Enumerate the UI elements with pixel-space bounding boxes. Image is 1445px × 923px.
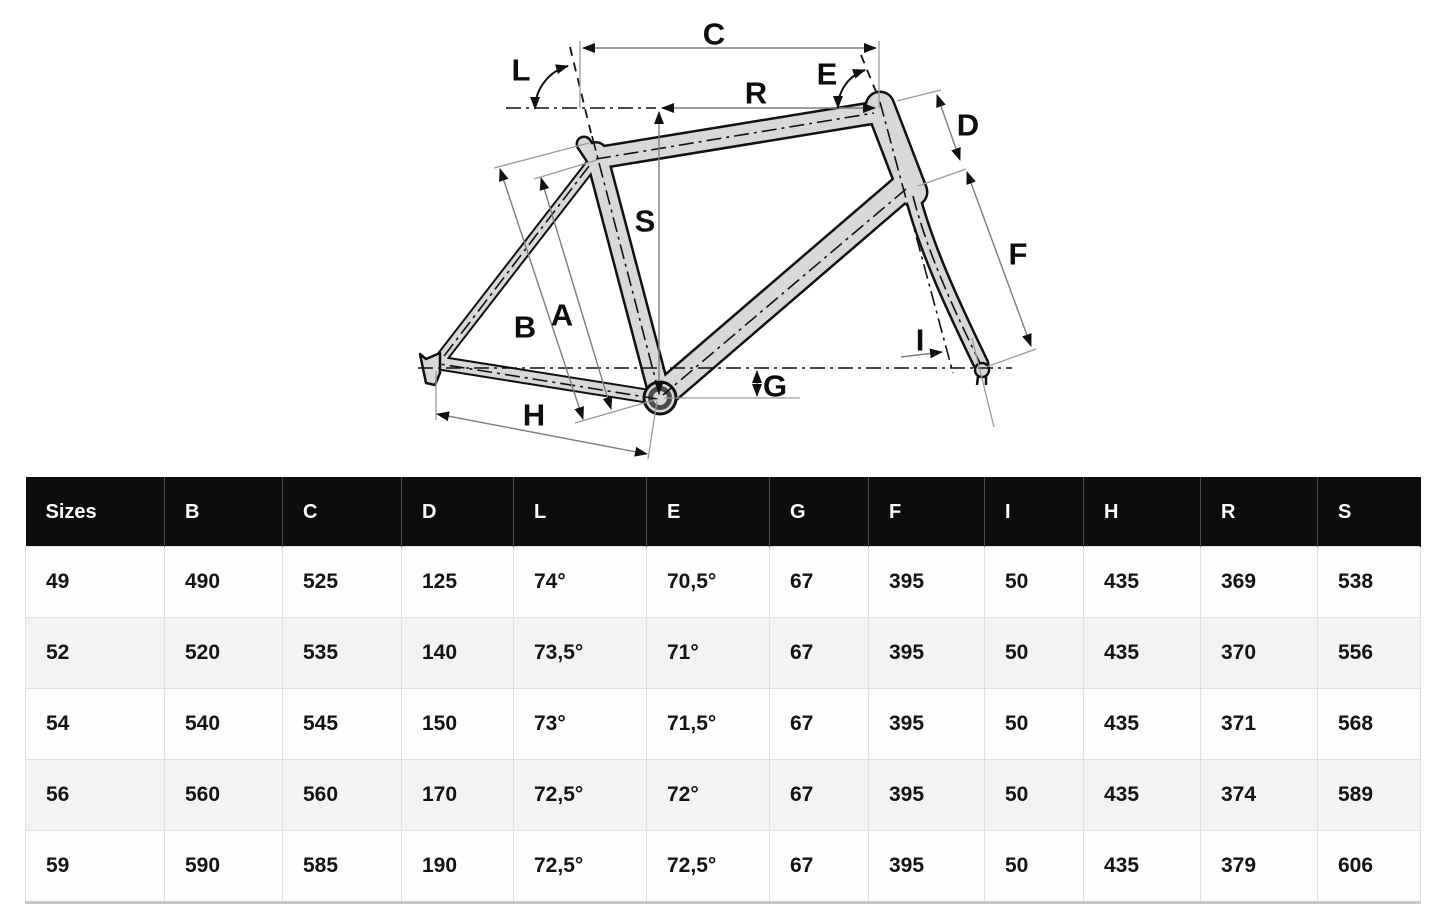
value-cell: 490 [164,546,283,618]
value-cell: 590 [164,830,283,904]
rear-dropout [418,351,442,387]
value-cell: 140 [401,617,514,689]
dimension-lines [436,43,1032,457]
column-header-h: H [1083,477,1201,547]
value-cell: 435 [1083,759,1201,831]
axis-extensions [569,46,880,134]
value-cell: 585 [282,830,402,904]
extension-lines [435,41,1037,460]
size-cell: 54 [25,688,165,760]
value-cell: 525 [282,546,402,618]
column-header-l: L [513,477,647,547]
value-cell: 589 [1317,759,1421,831]
value-cell: 370 [1200,617,1318,689]
frame-geometry-diagram: C L E R D S F A B I G H [418,17,1037,460]
value-cell: 538 [1317,546,1421,618]
value-cell: 540 [164,688,283,760]
column-header-c: C [282,477,402,547]
value-cell: 72° [646,759,770,831]
column-header-s: S [1317,477,1421,547]
size-cell: 59 [25,830,165,904]
value-cell: 50 [984,617,1084,689]
value-cell: 170 [401,759,514,831]
value-cell: 606 [1317,830,1421,904]
value-cell: 560 [282,759,402,831]
dim-label-g: G [763,369,787,404]
dim-label-s: S [635,204,656,239]
dim-label-e: E [817,57,838,92]
value-cell: 395 [868,830,985,904]
value-cell: 395 [868,759,985,831]
value-cell: 150 [401,688,514,760]
column-header-d: D [401,477,514,547]
value-cell: 50 [984,830,1084,904]
value-cell: 395 [868,617,985,689]
value-cell: 72,5° [646,830,770,904]
value-cell: 568 [1317,688,1421,760]
value-cell: 535 [282,617,402,689]
value-cell: 72,5° [513,830,647,904]
value-cell: 379 [1200,830,1318,904]
value-cell: 560 [164,759,283,831]
dim-label-i: I [916,323,925,358]
value-cell: 435 [1083,688,1201,760]
value-cell: 520 [164,617,283,689]
value-cell: 67 [769,759,869,831]
value-cell: 556 [1317,617,1421,689]
dim-label-d: D [957,108,979,143]
column-header-r: R [1200,477,1318,547]
value-cell: 67 [769,617,869,689]
dim-label-c: C [703,17,725,52]
value-cell: 72,5° [513,759,647,831]
value-cell: 435 [1083,546,1201,618]
value-cell: 190 [401,830,514,904]
column-header-g: G [769,477,869,547]
value-cell: 67 [769,830,869,904]
dim-label-f: F [1009,237,1028,272]
value-cell: 435 [1083,830,1201,904]
column-header-i: I [984,477,1084,547]
value-cell: 50 [984,546,1084,618]
bike-frame-drawing: C L E R D S F A B I G H [418,17,1037,460]
column-header-b: B [164,477,283,547]
column-header-f: F [868,477,985,547]
angle-arcs [530,64,866,110]
value-cell: 71,5° [646,688,770,760]
value-cell: 73,5° [513,617,647,689]
size-cell: 52 [25,617,165,689]
column-header-e: E [646,477,770,547]
value-cell: 125 [401,546,514,618]
value-cell: 50 [984,759,1084,831]
value-cell: 74° [513,546,647,618]
size-cell: 56 [25,759,165,831]
dim-label-r: R [745,76,767,111]
value-cell: 50 [984,688,1084,760]
dim-label-h: H [523,398,545,433]
dim-label-a: A [551,298,573,333]
value-cell: 374 [1200,759,1318,831]
value-cell: 435 [1083,617,1201,689]
value-cell: 67 [769,688,869,760]
value-cell: 371 [1200,688,1318,760]
value-cell: 70,5° [646,546,770,618]
value-cell: 369 [1200,546,1318,618]
value-cell: 67 [769,546,869,618]
value-cell: 73° [513,688,647,760]
dim-label-b: B [514,310,536,345]
value-cell: 71° [646,617,770,689]
column-header-sizes: Sizes [25,477,165,547]
value-cell: 545 [282,688,402,760]
size-cell: 49 [25,546,165,618]
dim-label-l: L [512,53,531,88]
value-cell: 395 [868,546,985,618]
value-cell: 395 [868,688,985,760]
